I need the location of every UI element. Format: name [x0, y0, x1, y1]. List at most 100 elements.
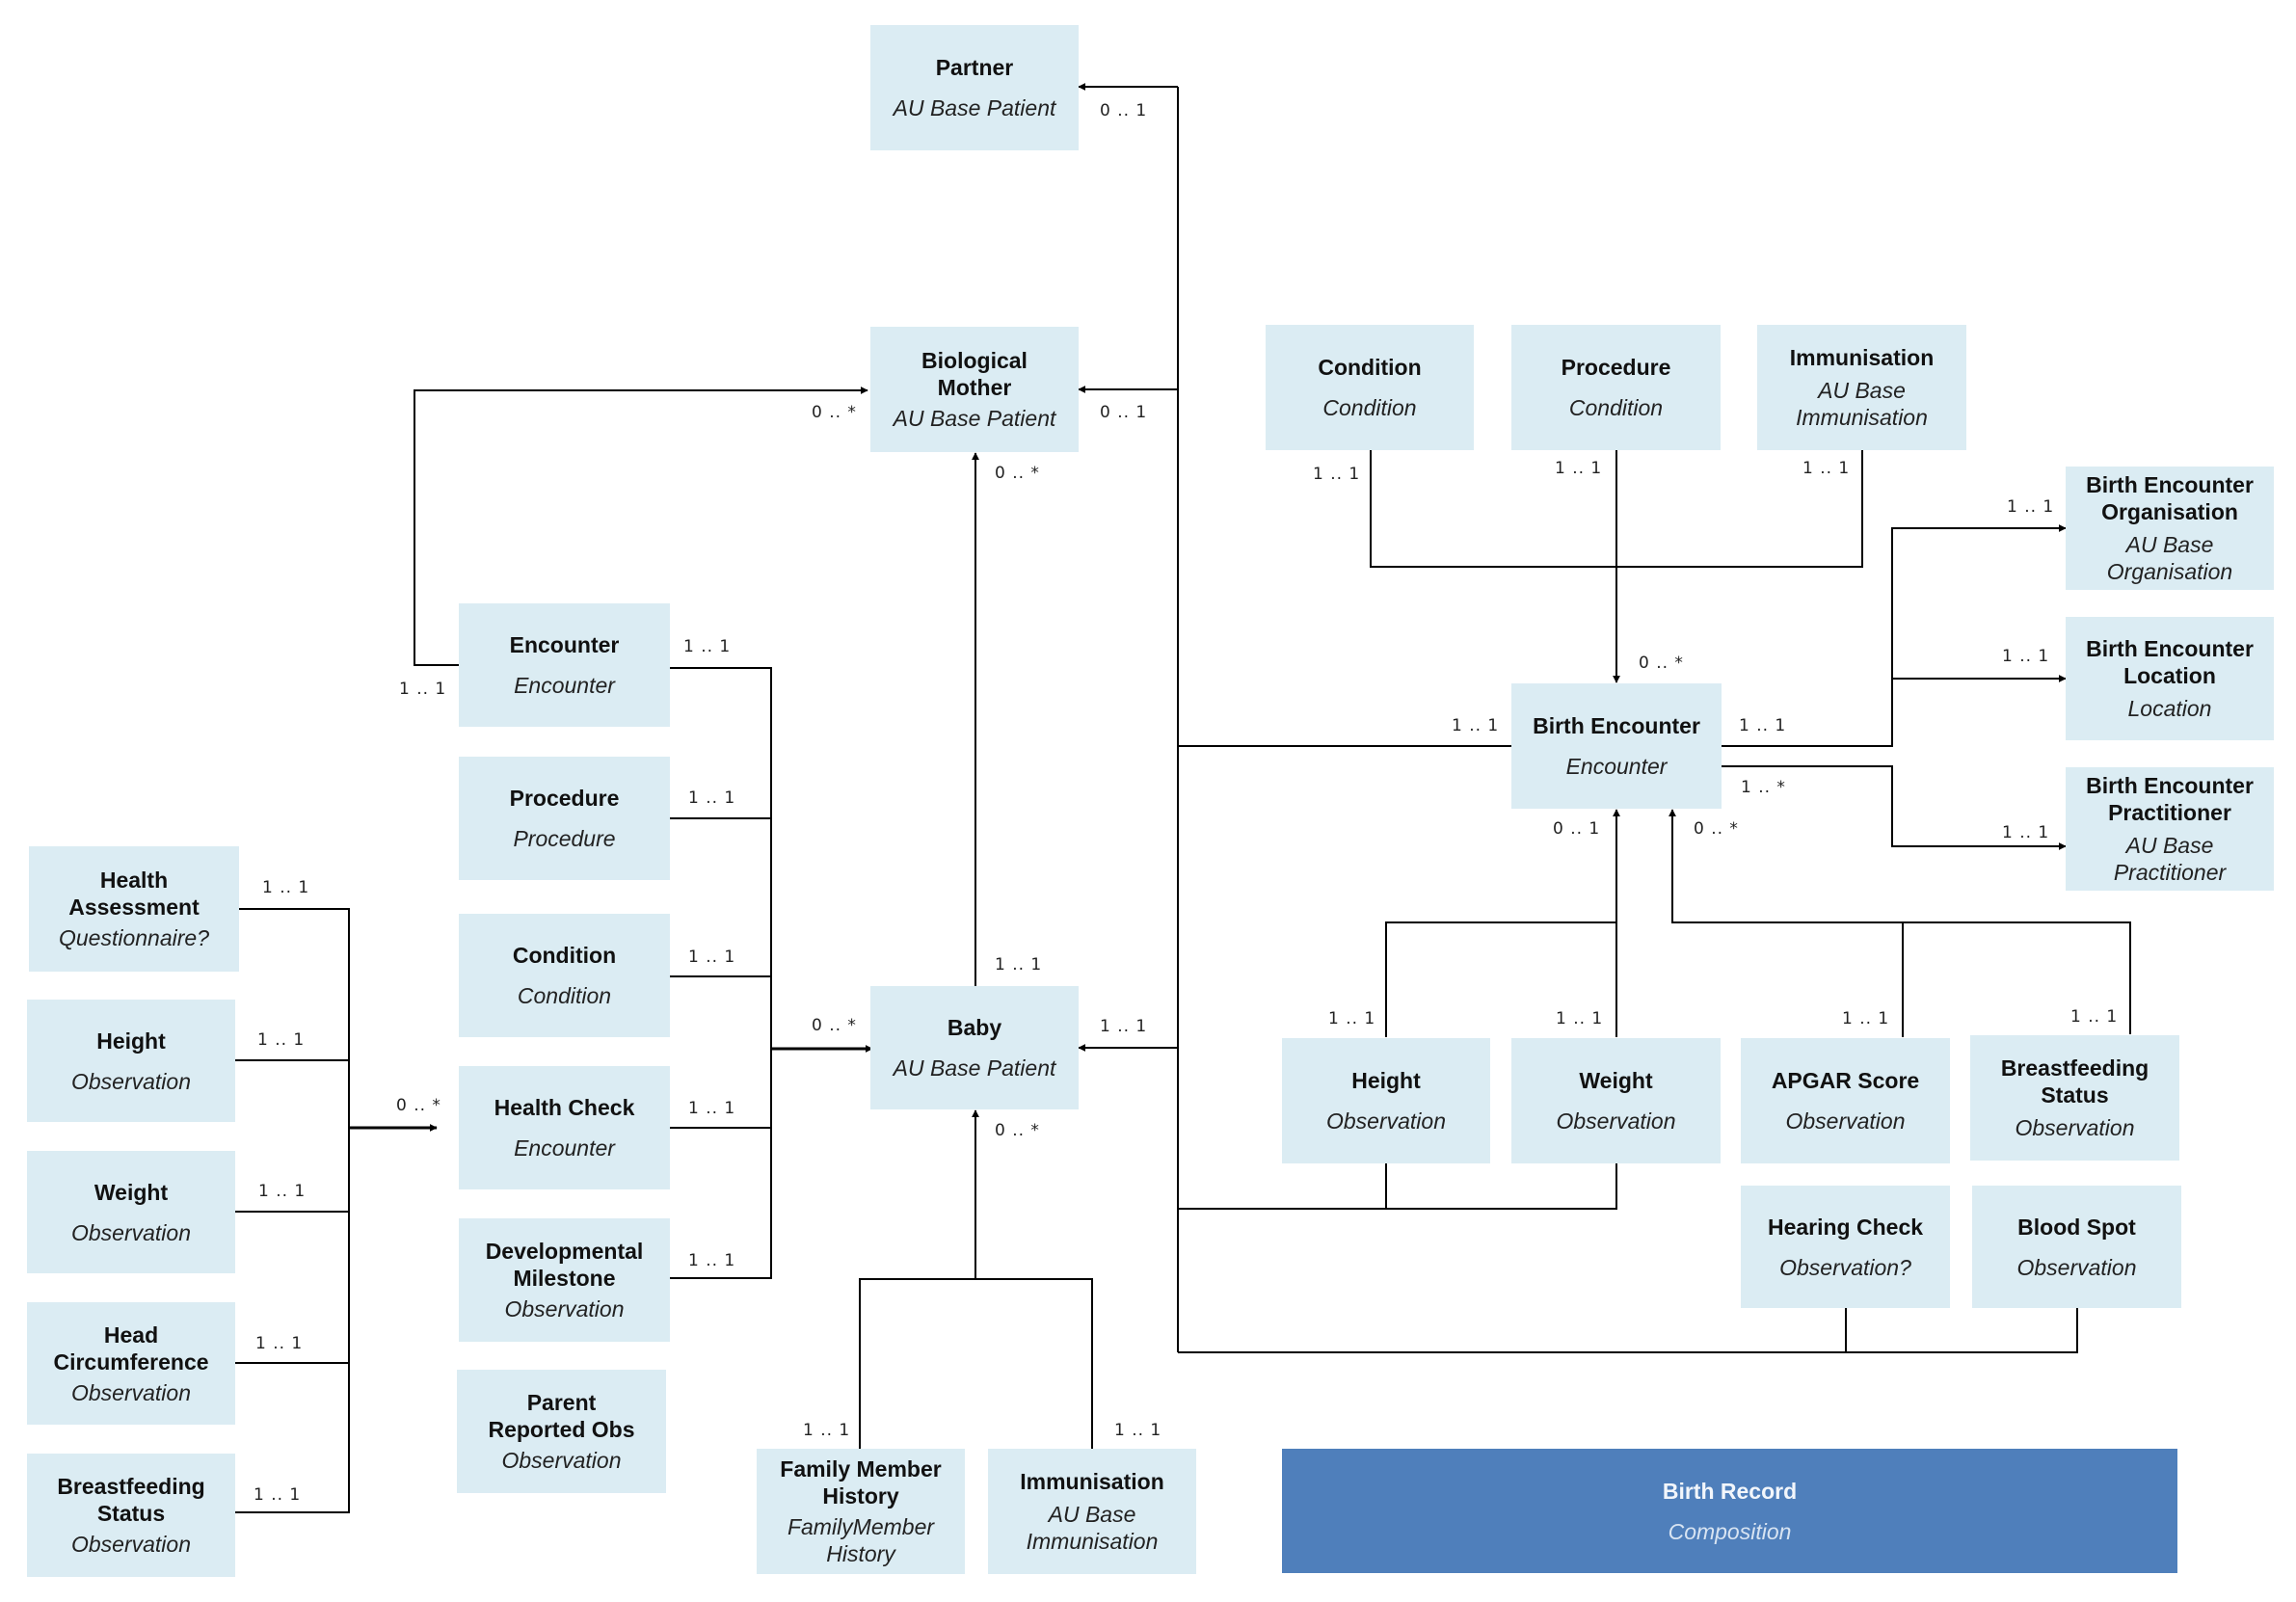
procedure-box-left[interactable]: Procedure Procedure	[459, 757, 670, 880]
birth-record-box[interactable]: Birth Record Composition	[1282, 1449, 2177, 1573]
health-check-title: Health Check	[494, 1095, 635, 1120]
immunisation-title-bottom: Immunisation	[1020, 1469, 1164, 1494]
height-box-right[interactable]: Height Observation	[1282, 1038, 1490, 1163]
head-circumference-box[interactable]: Head Circumference Observation	[27, 1302, 235, 1425]
weight-title-right: Weight	[1579, 1068, 1653, 1093]
encounter-box[interactable]: Encounter Encounter	[459, 603, 670, 727]
cardinality-birth-encounter-left: 1 .. 1	[1452, 716, 1500, 735]
cardinality-apgar: 1 .. 1	[1842, 1009, 1890, 1028]
cardinality-be-practitioner: 1 .. 1	[2002, 823, 2050, 842]
immunisation-type-right: AU Base Immunisation	[1796, 378, 1928, 430]
procedure-box-right[interactable]: Procedure Condition	[1511, 325, 1721, 450]
blood-spot-title: Blood Spot	[2017, 1214, 2136, 1240]
cardinality-encounter-left: 1 .. 1	[399, 680, 447, 699]
developmental-milestone-box[interactable]: Developmental Milestone Observation	[459, 1218, 670, 1342]
height-type-left: Observation	[70, 1068, 191, 1094]
cardinality-be-organisation: 1 .. 1	[2007, 497, 2055, 517]
procedure-type-left: Procedure	[513, 826, 616, 851]
head-circumference-type: Observation	[70, 1379, 191, 1405]
apgar-score-type: Observation	[1785, 1108, 1906, 1134]
cardinality-height-right: 1 .. 1	[1328, 1009, 1376, 1028]
breastfeeding-status-box-left[interactable]: Breastfeeding Status Observation	[27, 1454, 235, 1577]
cardinality-family-history: 1 .. 1	[803, 1421, 851, 1440]
breastfeeding-status-box-right[interactable]: Breastfeeding Status Observation	[1970, 1035, 2179, 1161]
procedure-type-right: Condition	[1568, 395, 1664, 420]
procedure-title-right: Procedure	[1561, 355, 1671, 380]
partner-type: AU Base Patient	[893, 95, 1056, 120]
cardinality-immunisation-bottom: 1 .. 1	[1114, 1421, 1162, 1440]
cardinality-condition-left: 1 .. 1	[688, 948, 736, 967]
cardinality-breastfeeding-right: 1 .. 1	[2070, 1007, 2119, 1027]
encounter-title: Encounter	[509, 632, 620, 657]
birth-record-title: Birth Record	[1662, 1478, 1798, 1504]
cardinality-procedure-right: 1 .. 1	[1555, 459, 1603, 478]
birth-encounter-practitioner-box[interactable]: Birth Encounter Practitioner AU Base Pra…	[2066, 767, 2274, 891]
cardinality-developmental-milestone: 1 .. 1	[688, 1251, 736, 1270]
cardinality-bio-mother-left: 0 .. *	[812, 403, 857, 422]
health-assessment-title: Health Assessment	[68, 868, 200, 920]
birth-encounter-type: Encounter	[1565, 754, 1668, 779]
cardinality-weight-left: 1 .. 1	[258, 1182, 307, 1201]
biological-mother-box[interactable]: Biological Mother AU Base Patient	[870, 327, 1079, 452]
weight-box-right[interactable]: Weight Observation	[1511, 1038, 1721, 1163]
procedure-title-left: Procedure	[509, 786, 620, 811]
breastfeeding-status-type-right: Observation	[2015, 1115, 2135, 1140]
cardinality-procedure-left: 1 .. 1	[688, 788, 736, 808]
condition-title-right: Condition	[1318, 355, 1422, 380]
family-member-history-type: FamilyMember History	[787, 1514, 935, 1566]
health-assessment-box[interactable]: Health Assessment Questionnaire?	[29, 846, 239, 972]
weight-title-left: Weight	[93, 1179, 169, 1205]
birth-encounter-organisation-type: AU Base Organisation	[2106, 532, 2233, 584]
weight-box-left[interactable]: Weight Observation	[27, 1151, 235, 1273]
breastfeeding-status-title-right: Breastfeeding Status	[2000, 1055, 2149, 1108]
cardinality-baby-up: 1 .. 1	[995, 955, 1043, 975]
birth-encounter-location-type: Location	[2127, 696, 2212, 721]
cardinality-health-check-in: 0 .. *	[396, 1096, 441, 1115]
parent-reported-obs-box[interactable]: Parent Reported Obs Observation	[457, 1370, 666, 1493]
condition-type-left: Condition	[517, 983, 612, 1008]
baby-type: AU Base Patient	[893, 1055, 1056, 1081]
cardinality-birth-encounter-top: 0 .. *	[1639, 654, 1684, 673]
birth-record-type: Composition	[1668, 1518, 1792, 1544]
cardinality-height-left: 1 .. 1	[257, 1030, 306, 1050]
blood-spot-box[interactable]: Blood Spot Observation	[1972, 1186, 2181, 1308]
apgar-score-box[interactable]: APGAR Score Observation	[1741, 1038, 1950, 1163]
cardinality-encounter: 1 .. 1	[683, 637, 732, 656]
weight-type-right: Observation	[1556, 1108, 1676, 1134]
condition-box-right[interactable]: Condition Condition	[1266, 325, 1474, 450]
cardinality-immunisation-right: 1 .. 1	[1802, 459, 1851, 478]
birth-encounter-location-box[interactable]: Birth Encounter Location Location	[2066, 617, 2274, 740]
birth-encounter-organisation-box[interactable]: Birth Encounter Organisation AU Base Org…	[2066, 467, 2274, 590]
health-check-type: Encounter	[514, 1135, 615, 1161]
height-title-left: Height	[96, 1028, 166, 1054]
immunisation-type-bottom: AU Base Immunisation	[1026, 1502, 1159, 1554]
hearing-check-title: Hearing Check	[1767, 1214, 1924, 1240]
hearing-check-box[interactable]: Hearing Check Observation?	[1741, 1186, 1950, 1308]
cardinality-baby-right: 1 .. 1	[1100, 1017, 1148, 1036]
condition-box-left[interactable]: Condition Condition	[459, 914, 670, 1037]
partner-box[interactable]: Partner AU Base Patient	[870, 25, 1079, 150]
immunisation-title-right: Immunisation	[1789, 345, 1935, 370]
baby-title: Baby	[947, 1015, 1002, 1040]
biological-mother-type: AU Base Patient	[893, 406, 1056, 431]
cardinality-birth-encounter-right: 1 .. 1	[1739, 716, 1787, 735]
height-box-left[interactable]: Height Observation	[27, 1000, 235, 1122]
immunisation-box-bottom[interactable]: Immunisation AU Base Immunisation	[988, 1449, 1196, 1574]
family-member-history-box[interactable]: Family Member History FamilyMember Histo…	[757, 1449, 965, 1574]
height-type-right: Observation	[1325, 1108, 1446, 1134]
cardinality-baby-bottom: 0 .. *	[995, 1121, 1040, 1140]
baby-box[interactable]: Baby AU Base Patient	[870, 986, 1079, 1109]
encounter-type: Encounter	[514, 673, 615, 698]
cardinality-weight-right: 1 .. 1	[1556, 1009, 1604, 1028]
cardinality-baby-in: 0 .. *	[812, 1016, 857, 1035]
birth-encounter-title: Birth Encounter	[1533, 713, 1700, 738]
condition-title-left: Condition	[512, 943, 617, 968]
birth-encounter-box[interactable]: Birth Encounter Encounter	[1511, 683, 1722, 809]
cardinality-partner: 0 .. 1	[1100, 101, 1148, 120]
biological-mother-title: Biological Mother	[921, 348, 1028, 400]
birth-encounter-practitioner-title: Birth Encounter Practitioner	[2086, 773, 2254, 825]
immunisation-box-right[interactable]: Immunisation AU Base Immunisation	[1757, 325, 1966, 450]
health-check-box[interactable]: Health Check Encounter	[459, 1066, 670, 1189]
birth-encounter-location-title: Birth Encounter Location	[2086, 636, 2254, 688]
